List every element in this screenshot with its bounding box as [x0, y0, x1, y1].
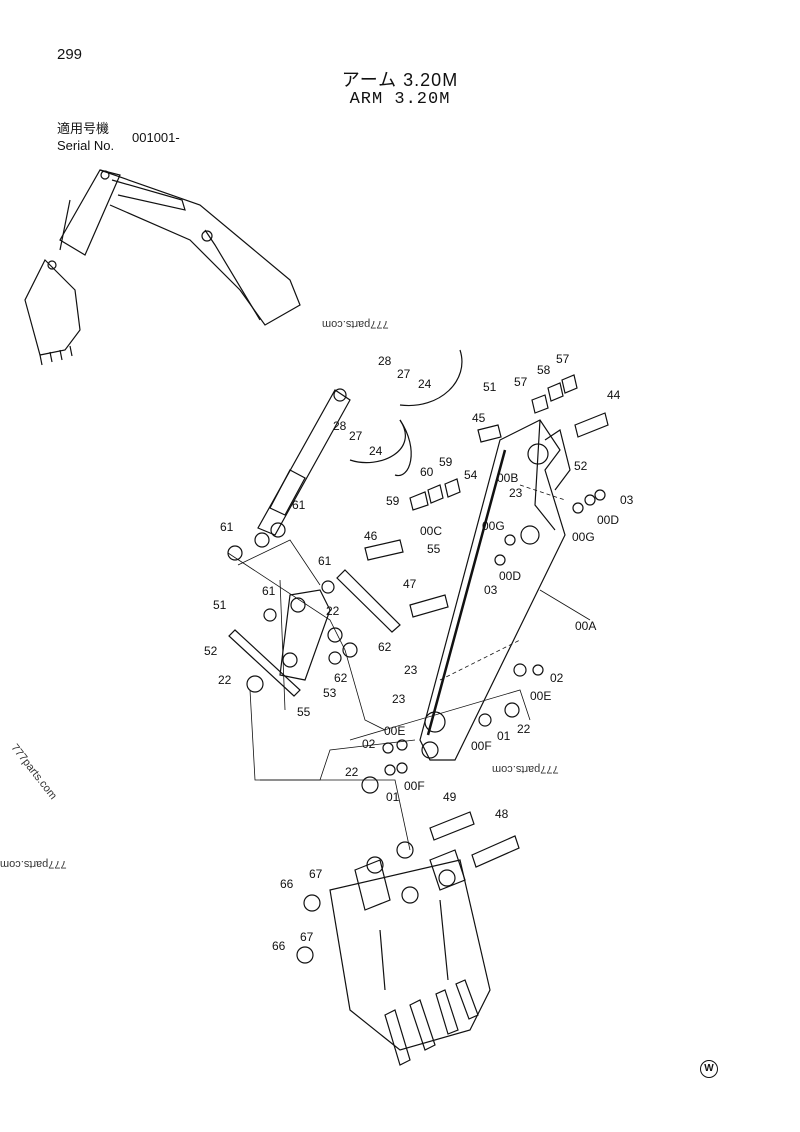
part-label: 67: [309, 867, 323, 881]
part-label: 61: [292, 498, 306, 512]
serial-label-japanese: 適用号機: [57, 121, 110, 136]
part-label: 00F: [471, 739, 492, 753]
bucket-illustration: [329, 841, 491, 1066]
leader-lines: [227, 484, 591, 851]
part-label: 54: [464, 468, 478, 482]
part-label: 61: [220, 520, 234, 534]
part-label: 00B: [497, 471, 518, 485]
serial-label: 適用号機 Serial No.: [57, 120, 114, 154]
part-label: 57: [514, 375, 528, 389]
part-label: 27: [397, 367, 411, 381]
part-label: 00D: [597, 513, 619, 527]
part-label: 22: [345, 765, 359, 779]
part-label: 03: [484, 583, 498, 597]
part-label: 23: [392, 692, 406, 706]
part-label: 03: [620, 493, 634, 507]
page-title-japanese: アーム 3.20M: [341, 70, 459, 90]
part-label: 01: [497, 729, 511, 743]
part-label: 62: [378, 640, 392, 654]
part-label: 61: [318, 554, 332, 568]
part-label: 52: [574, 459, 588, 473]
part-label: 27: [349, 429, 363, 443]
part-label: 51: [213, 598, 227, 612]
part-number-labels: 28 27 24 28 27 24 51 45 58 57 57 44 60 5…: [204, 352, 634, 953]
part-label: 00C: [420, 524, 442, 538]
bucket-cylinder-illustration: [254, 349, 463, 548]
part-label: 24: [369, 444, 383, 458]
part-label: 62: [334, 671, 348, 685]
page-title-english: ARM 3.20M: [349, 90, 451, 109]
part-label: 00E: [530, 689, 551, 703]
part-label: 02: [362, 737, 376, 751]
part-label: 00D: [499, 569, 521, 583]
part-label: 48: [495, 807, 509, 821]
part-label: 47: [403, 577, 417, 591]
part-label: 60: [420, 465, 434, 479]
edition-mark: W: [700, 1060, 718, 1078]
part-label: 22: [326, 604, 340, 618]
part-label: 55: [427, 542, 441, 556]
part-label: 24: [418, 377, 432, 391]
part-label: 28: [333, 419, 347, 433]
part-label: 59: [386, 494, 400, 508]
excavator-overview-illustration: [24, 169, 301, 366]
part-label: 52: [204, 644, 218, 658]
part-label: 53: [323, 686, 337, 700]
part-label: 23: [404, 663, 418, 677]
page-number: 299: [57, 46, 83, 63]
arm-body-illustration: [419, 419, 571, 761]
part-label: 22: [218, 673, 232, 687]
part-label: 49: [443, 790, 457, 804]
part-label: 61: [262, 584, 276, 598]
serial-label-english: Serial No.: [57, 138, 115, 153]
part-label: 46: [364, 529, 378, 543]
part-label: 02: [550, 671, 564, 685]
part-label: 57: [556, 352, 570, 366]
part-label: 51: [483, 380, 497, 394]
part-label: 01: [386, 790, 400, 804]
part-label: 44: [607, 388, 621, 402]
part-label: 00E: [384, 724, 405, 738]
part-label: 00F: [404, 779, 425, 793]
part-label: 45: [472, 411, 486, 425]
pins-illustration: [364, 412, 609, 868]
link-assembly-illustration: [228, 569, 401, 697]
part-label: 23: [509, 486, 523, 500]
part-label: 66: [272, 939, 286, 953]
part-label: 67: [300, 930, 314, 944]
part-label: 55: [297, 705, 311, 719]
part-label: 28: [378, 354, 392, 368]
serial-value: 001001-: [132, 130, 180, 145]
part-label: 22: [517, 722, 531, 736]
part-label: 00G: [482, 519, 505, 533]
part-label: 00A: [575, 619, 596, 633]
part-label: 58: [537, 363, 551, 377]
part-label: 59: [439, 455, 453, 469]
part-label: 66: [280, 877, 294, 891]
part-label: 00G: [572, 530, 595, 544]
